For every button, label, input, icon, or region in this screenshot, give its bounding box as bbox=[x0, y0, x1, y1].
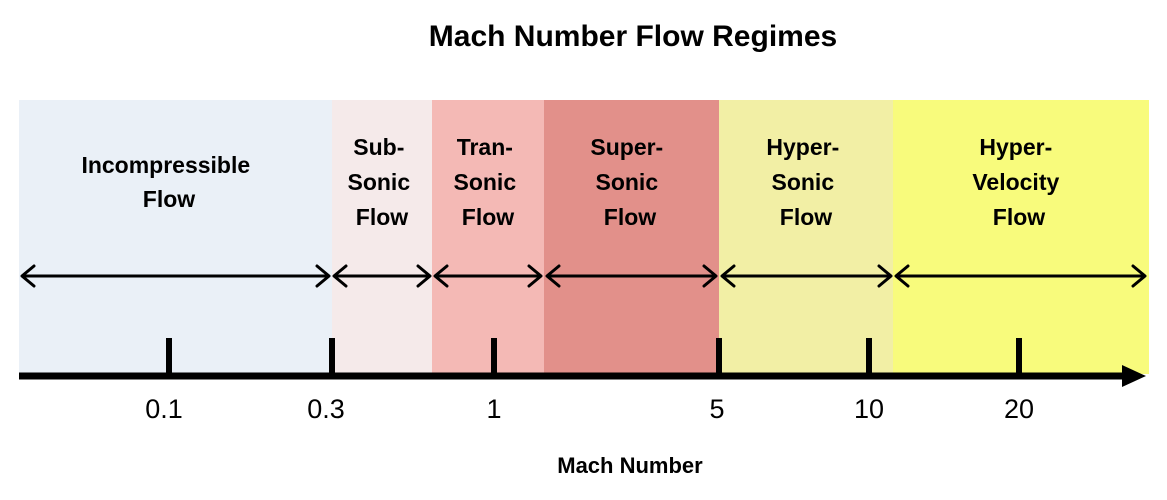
tick-label: 0.1 bbox=[145, 394, 183, 424]
regime-label-line: Flow bbox=[143, 186, 195, 212]
regime-label-line: Flow bbox=[356, 204, 408, 230]
band-transonic bbox=[432, 100, 544, 374]
axis-ticks bbox=[166, 338, 1022, 376]
band-subsonic bbox=[332, 100, 432, 374]
tick-label: 1 bbox=[486, 394, 501, 424]
axis-label: Mach Number bbox=[557, 453, 703, 478]
range-arrow-hypervelocity bbox=[894, 264, 1147, 288]
band-hypersonic bbox=[719, 100, 893, 374]
regime-label-line: Tran- bbox=[457, 134, 513, 160]
regime-bands bbox=[19, 100, 1149, 374]
regime-label-line: Sonic bbox=[453, 169, 516, 195]
regime-label-transonic: Tran- Sonic Flow bbox=[453, 134, 522, 230]
regime-label-line: Flow bbox=[780, 204, 832, 230]
range-arrow-subsonic bbox=[332, 264, 432, 288]
regime-label-line: Flow bbox=[993, 204, 1045, 230]
regime-label-line: Sonic bbox=[347, 169, 410, 195]
regime-label-line: Hyper- bbox=[979, 134, 1052, 160]
diagram-title: Mach Number Flow Regimes bbox=[429, 20, 837, 53]
regime-label-line: Incompressible bbox=[81, 152, 250, 178]
tick-label: 0.3 bbox=[307, 394, 345, 424]
axis-arrowhead bbox=[1122, 365, 1146, 387]
regime-label-line: Sonic bbox=[771, 169, 834, 195]
tick-label: 10 bbox=[854, 394, 884, 424]
range-arrow-hypersonic bbox=[720, 264, 893, 288]
tick-label: 20 bbox=[1004, 394, 1034, 424]
regime-label-line: Hyper- bbox=[766, 134, 839, 160]
regime-label-line: Sonic bbox=[595, 169, 658, 195]
mach-axis bbox=[19, 365, 1146, 387]
band-incompressible bbox=[19, 100, 332, 374]
range-arrow-transonic bbox=[433, 264, 543, 288]
regime-label-subsonic: Sub- Sonic Flow bbox=[347, 134, 416, 230]
tick-labels: 0.1 0.3 1 5 10 20 bbox=[145, 394, 1034, 424]
regime-label-line: Flow bbox=[604, 204, 656, 230]
tick-label: 5 bbox=[709, 394, 724, 424]
regime-label-hypersonic: Hyper- Sonic Flow bbox=[766, 134, 845, 230]
regime-label-line: Sub- bbox=[353, 134, 404, 160]
range-arrow-incompressible bbox=[20, 264, 331, 288]
regime-labels: Incompressible Flow Sub- Sonic Flow Tran… bbox=[81, 134, 1065, 230]
band-supersonic bbox=[544, 100, 719, 374]
regime-label-line: Velocity bbox=[972, 169, 1059, 195]
range-arrow-supersonic bbox=[545, 264, 718, 288]
regime-label-incompressible: Incompressible Flow bbox=[81, 152, 256, 212]
regime-label-hypervelocity: Hyper- Velocity Flow bbox=[972, 134, 1065, 230]
regime-label-supersonic: Super- Sonic Flow bbox=[590, 134, 669, 230]
regime-label-line: Flow bbox=[462, 204, 514, 230]
range-arrows bbox=[20, 264, 1147, 288]
regime-label-line: Super- bbox=[590, 134, 663, 160]
band-hypervelocity bbox=[893, 100, 1149, 374]
